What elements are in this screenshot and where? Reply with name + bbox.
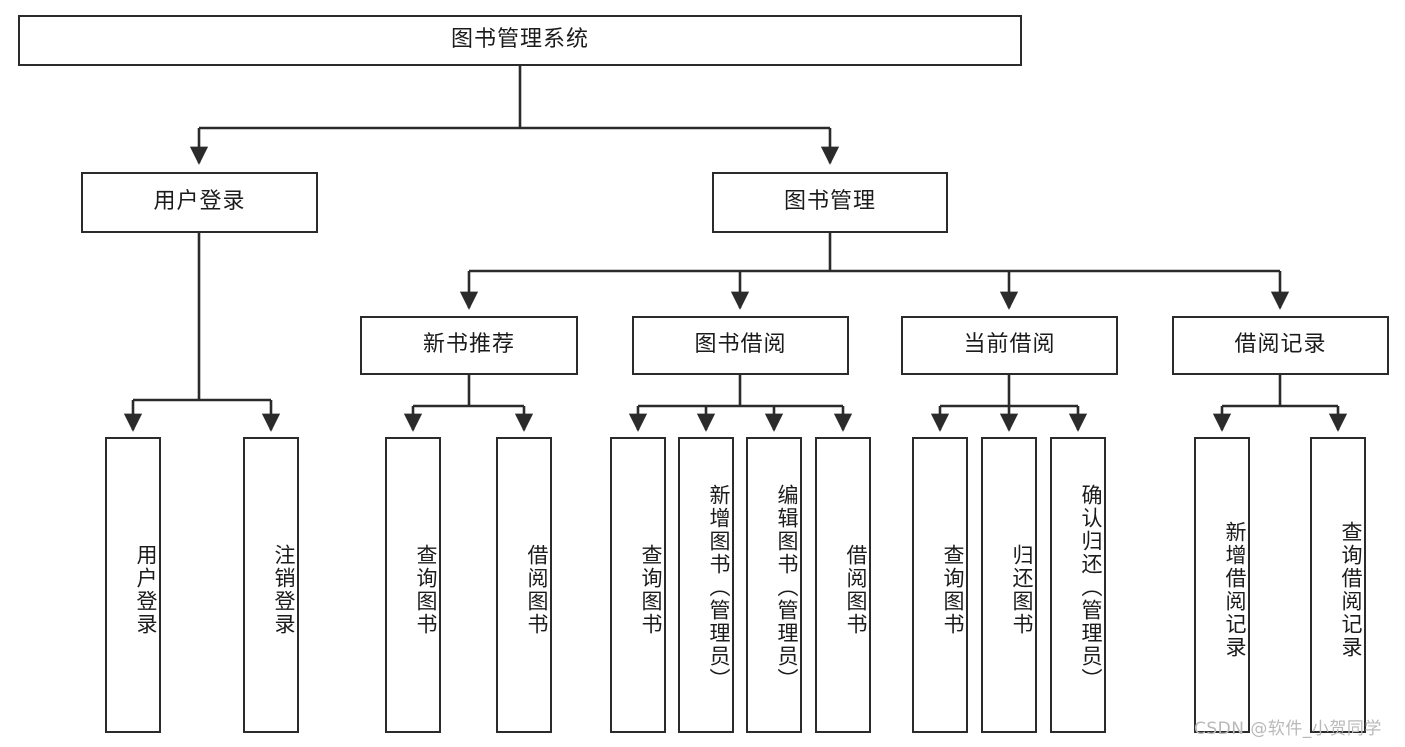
leaf-user-login-1[interactable]: 用户登录 bbox=[105, 437, 161, 733]
node-root[interactable]: 图书管理系统 bbox=[18, 15, 1022, 66]
node-book-manage[interactable]: 图书管理 bbox=[712, 172, 948, 233]
leaf-current-borrow-1[interactable]: 查询图书 bbox=[912, 437, 968, 733]
leaf-book-borrow-4[interactable]: 借阅图书 bbox=[815, 437, 871, 733]
leaf-book-borrow-2[interactable]: 新增图书（管理员） bbox=[678, 437, 734, 733]
leaf-user-login-2[interactable]: 注销登录 bbox=[243, 437, 299, 733]
node-user-login[interactable]: 用户登录 bbox=[81, 172, 318, 233]
leaf-new-book-1[interactable]: 查询图书 bbox=[385, 437, 441, 733]
leaf-book-borrow-1[interactable]: 查询图书 bbox=[610, 437, 666, 733]
leaf-current-borrow-2[interactable]: 归还图书 bbox=[981, 437, 1037, 733]
leaf-new-book-2[interactable]: 借阅图书 bbox=[496, 437, 552, 733]
leaf-borrow-record-2[interactable]: 查询借阅记录 bbox=[1310, 437, 1366, 733]
leaf-current-borrow-3[interactable]: 确认归还（管理员） bbox=[1050, 437, 1106, 733]
leaf-borrow-record-1[interactable]: 新增借阅记录 bbox=[1194, 437, 1250, 733]
watermark-label: CSDN @软件_小贺同学 bbox=[1194, 719, 1382, 739]
node-book-borrow[interactable]: 图书借阅 bbox=[632, 316, 849, 375]
leaf-book-borrow-3[interactable]: 编辑图书（管理员） bbox=[746, 437, 802, 733]
node-current-borrow[interactable]: 当前借阅 bbox=[901, 316, 1118, 375]
node-borrow-record[interactable]: 借阅记录 bbox=[1172, 316, 1389, 375]
node-new-book-recommend[interactable]: 新书推荐 bbox=[360, 316, 578, 375]
